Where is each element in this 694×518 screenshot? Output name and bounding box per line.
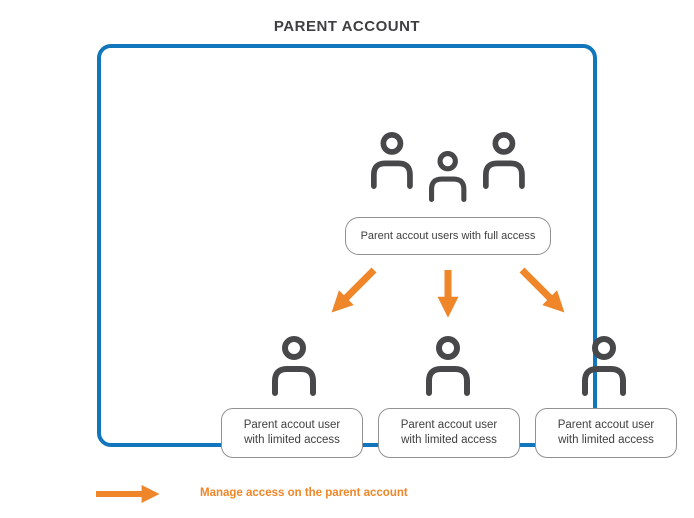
limited-user-icon (272, 336, 316, 396)
parent-account-container: Parent accout users with full access Par… (97, 44, 677, 458)
limited-access-node: Parent accout user with limited access (535, 408, 677, 458)
group-users-icon (363, 132, 533, 206)
branch-arrows-icon (331, 267, 565, 318)
limited-access-node: Parent accout user with limited access (221, 408, 363, 458)
right-arrow-icon (96, 485, 160, 503)
legend-label: Manage access on the parent account (200, 487, 408, 499)
limited-access-node: Parent accout user with limited access (378, 408, 520, 458)
page-title: PARENT ACCOUNT (273, 18, 421, 35)
limited-user-icon (426, 336, 470, 396)
limited-user-icon (582, 336, 626, 396)
legend: Manage access on the parent account (0, 476, 694, 512)
full-access-node: Parent accout users with full access (345, 217, 551, 255)
